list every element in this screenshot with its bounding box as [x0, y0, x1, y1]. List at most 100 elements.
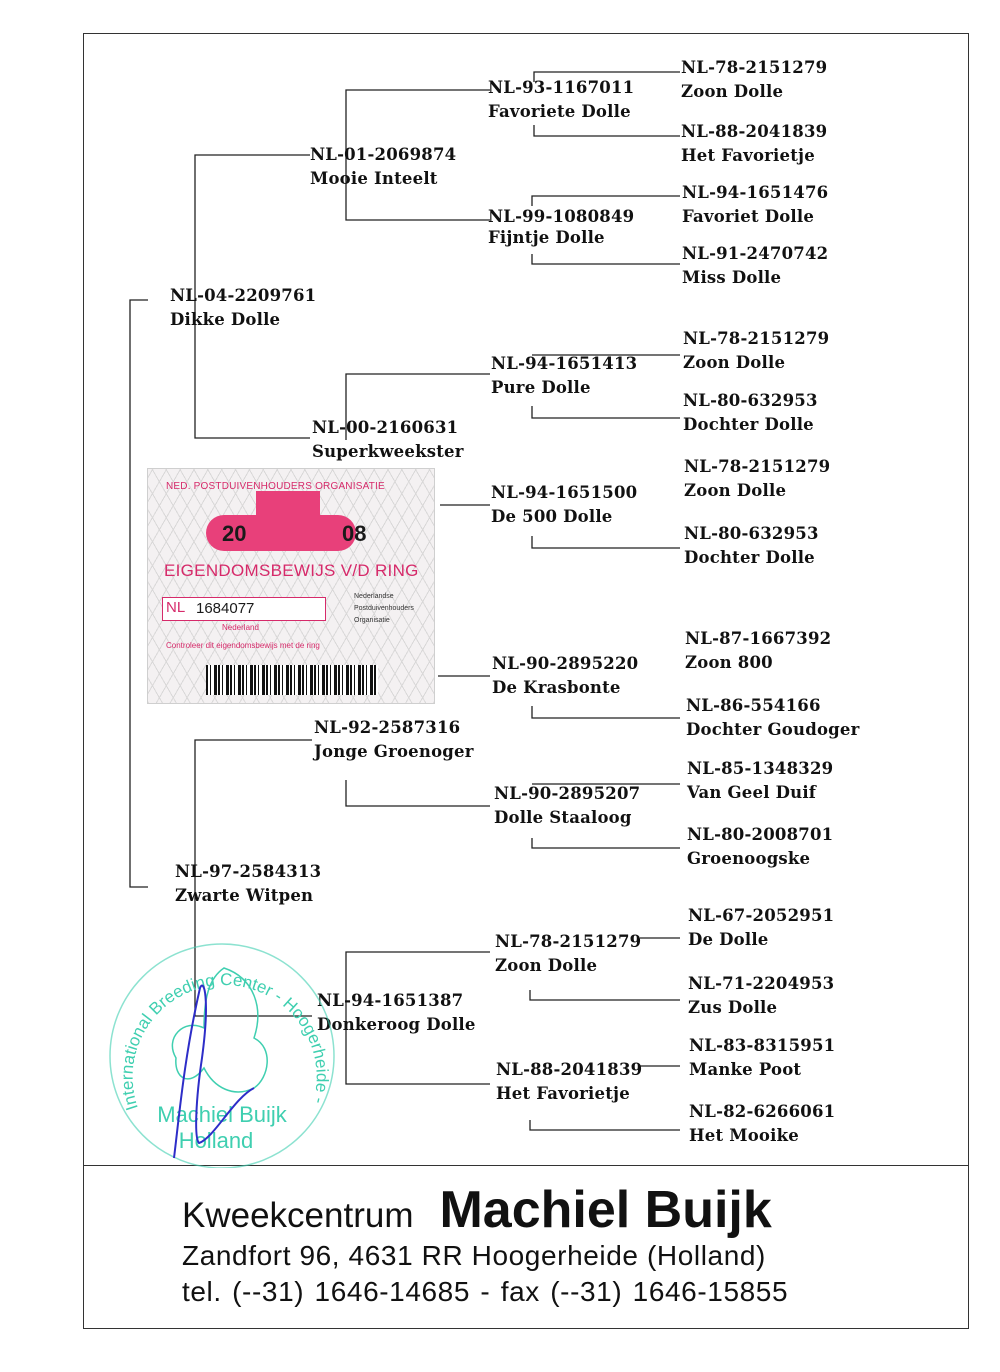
pedigree-node-gen3: NL-94-1651476 Favoriet Dolle [682, 181, 828, 229]
barcode [206, 665, 378, 695]
node-name: Dochter Dolle [683, 415, 814, 434]
card-country: Nederland [222, 623, 259, 632]
footer-address: Zandfort 96, 4631 RR Hoogerheide (Hollan… [182, 1240, 766, 1271]
footer-name: Machiel Buijk [439, 1181, 772, 1239]
node-ring: NL-99-1080849 [488, 207, 635, 226]
node-ring: NL-87-1667392 [685, 629, 832, 648]
pedigree-node-gen3: NL-86-554166 Dochter Goudoger [686, 694, 859, 742]
node-name: Van Geel Duif [687, 783, 817, 802]
node-name: Favoriet Dolle [682, 207, 815, 226]
pedigree-node-gen2: NL-93-1167011 Favoriete Dolle [488, 76, 634, 124]
node-name: Zus Dolle [688, 998, 778, 1017]
node-name: Zoon Dolle [495, 956, 598, 975]
pedigree-node-gen3: NL-78-2151279 Zoon Dolle [683, 327, 829, 375]
node-name: Jonge Groenoger [314, 742, 474, 761]
node-name: Manke Poot [689, 1060, 802, 1079]
node-name: Dolle Staaloog [494, 808, 632, 827]
pedigree-node-gen3: NL-87-1667392 Zoon 800 [685, 627, 831, 675]
page-frame [83, 33, 969, 1329]
node-name: Het Mooike [689, 1126, 799, 1145]
node-ring: NL-78-2151279 [495, 932, 642, 951]
node-ring: NL-93-1167011 [488, 78, 635, 97]
node-ring: NL-83-8315951 [689, 1036, 836, 1055]
footer-divider [83, 1165, 969, 1166]
node-name: Pure Dolle [491, 378, 591, 397]
pedigree-node-subject2: NL-97-2584313 Zwarte Witpen [175, 860, 321, 908]
signature-icon [173, 984, 255, 1159]
node-ring: NL-85-1348329 [687, 759, 834, 778]
node-ring: NL-01-2069874 [310, 145, 457, 164]
stamp-arc-textpath: International Breeding Center - Hoogerhe… [104, 938, 332, 1113]
node-name: Het Favorietje [496, 1084, 630, 1103]
node-name: Zoon Dolle [681, 82, 784, 101]
pedigree-node-gen2: NL-88-2041839 Het Favorietje [496, 1058, 642, 1106]
pedigree-node-gen3: NL-91-2470742 Miss Dolle [682, 242, 828, 290]
stamp-arc-text: International Breeding Center - Hoogerhe… [104, 938, 332, 1113]
pedigree-node-dam2: NL-94-1651387 Donkeroog Dolle [317, 989, 476, 1037]
stamp-ring [109, 943, 335, 1168]
node-name: Het Favorietje [681, 146, 815, 165]
node-name: Donkeroog Dolle [317, 1015, 476, 1034]
node-ring: NL-80-632953 [684, 524, 819, 543]
node-ring: NL-82-6266061 [689, 1102, 836, 1121]
pedigree-node-gen2: NL-99-1080849 Fijntje Dolle [488, 206, 634, 248]
node-name: Favoriete Dolle [488, 102, 631, 121]
node-ring: NL-92-2587316 [314, 718, 461, 737]
node-name: Zwarte Witpen [175, 886, 314, 905]
node-ring: NL-78-2151279 [684, 457, 831, 476]
node-ring: NL-80-632953 [683, 391, 818, 410]
node-ring: NL-88-2041839 [681, 122, 828, 141]
node-ring: NL-90-2895207 [494, 784, 641, 803]
card-country-code: NL [166, 599, 186, 616]
node-name: Fijntje Dolle [488, 228, 605, 247]
card-npo-legend: Nederlandse Postduivenhouders Organisati… [354, 591, 414, 627]
pedigree-node-gen3: NL-80-632953 Dochter Dolle [683, 389, 818, 437]
card-ring-number: 1684077 [196, 600, 255, 617]
node-ring: NL-94-1651387 [317, 991, 464, 1010]
card-organisation: NED. POSTDUIVENHOUDERS ORGANISATIE [166, 481, 385, 492]
pedigree-node-dam: NL-00-2160631 Superkweekster [312, 416, 464, 464]
node-name: Zoon Dolle [683, 353, 786, 372]
card-control-text: Controleer dit eigendomsbewijs met de ri… [166, 641, 320, 650]
pedigree-node-gen2: NL-94-1651413 Pure Dolle [491, 352, 637, 400]
node-name: Superkweekster [312, 442, 464, 461]
node-name: Groenoogske [687, 849, 811, 868]
npo-line: Organisatie [354, 617, 390, 624]
pedigree-node-gen2: NL-94-1651500 De 500 Dolle [491, 481, 637, 529]
pedigree-node-gen3: NL-80-632953 Dochter Dolle [684, 522, 819, 570]
footer-phone: tel. (--31) 1646-14685 - fax (--31) 1646… [182, 1276, 789, 1307]
card-year-right: 08 [342, 521, 367, 546]
node-ring: NL-80-2008701 [687, 825, 834, 844]
node-ring: NL-91-2470742 [682, 244, 829, 263]
pedigree-node-gen2: NL-90-2895220 De Krasbonte [492, 652, 638, 700]
pedigree-node-gen3: NL-78-2151279 Zoon Dolle [681, 56, 827, 104]
card-year-left: 20 [222, 521, 247, 546]
npo-line: Postduivenhouders [354, 605, 414, 612]
node-ring: NL-71-2204953 [688, 974, 835, 993]
node-name: De Dolle [688, 930, 769, 949]
node-name: Dochter Goudoger [686, 720, 860, 739]
node-name: Miss Dolle [682, 268, 782, 287]
pedigree-node-gen3: NL-71-2204953 Zus Dolle [688, 972, 834, 1020]
pedigree-node-gen3: NL-80-2008701 Groenoogske [687, 823, 833, 871]
node-ring: NL-67-2052951 [688, 906, 835, 925]
stamp-country: Holland [179, 1128, 254, 1153]
node-name: Zoon 800 [685, 653, 773, 672]
node-ring: NL-88-2041839 [496, 1060, 643, 1079]
node-name: Zoon Dolle [684, 481, 787, 500]
pedigree-node-gen2: NL-90-2895207 Dolle Staaloog [494, 782, 640, 830]
pedigree-node-sire: NL-01-2069874 Mooie Inteelt [310, 143, 456, 191]
pedigree-node-gen3: NL-82-6266061 Het Mooike [689, 1100, 835, 1148]
pedigree-node-gen3: NL-67-2052951 De Dolle [688, 904, 834, 952]
node-ring: NL-04-2209761 [170, 286, 317, 305]
node-name: De Krasbonte [492, 678, 621, 697]
node-ring: NL-94-1651413 [491, 354, 638, 373]
node-ring: NL-90-2895220 [492, 654, 639, 673]
ring-ownership-card: NED. POSTDUIVENHOUDERS ORGANISATIE 20 08… [147, 468, 435, 704]
pedigree-node-gen3: NL-88-2041839 Het Favorietje [681, 120, 827, 168]
card-number-box [162, 597, 326, 621]
eagle-icon [171, 967, 268, 1093]
node-name: Dikke Dolle [170, 310, 281, 329]
